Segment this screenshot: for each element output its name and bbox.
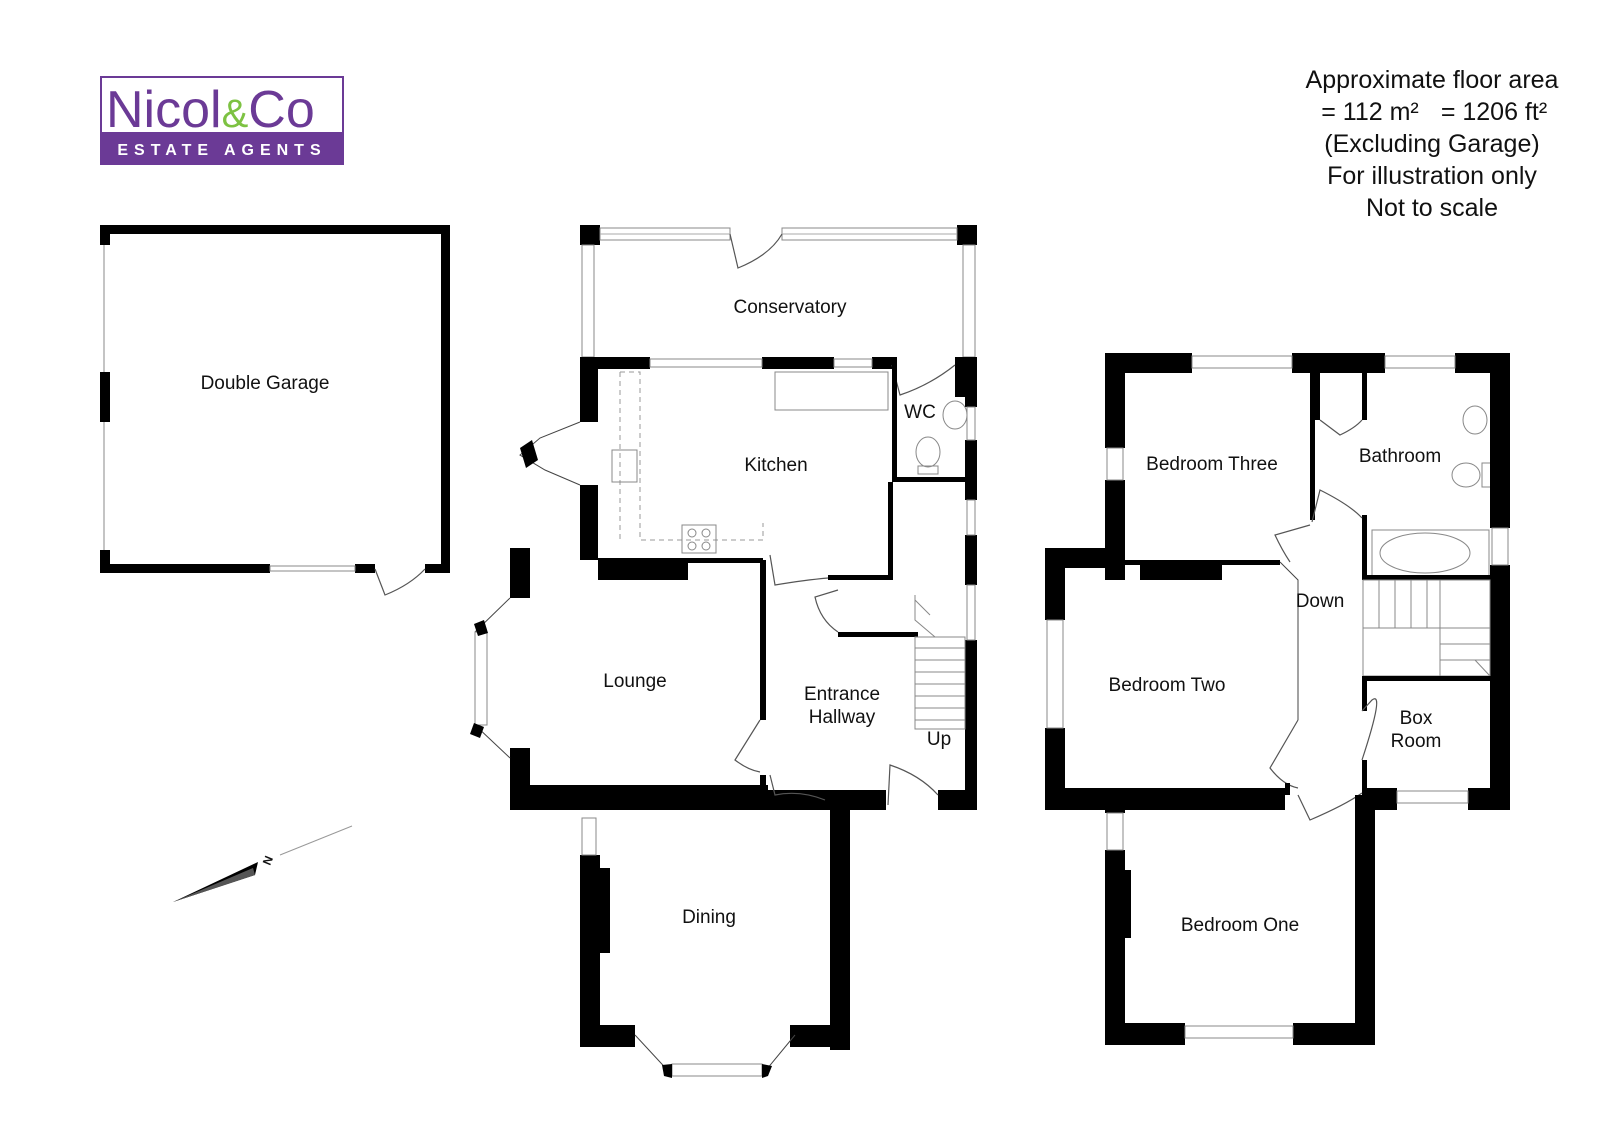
room-label-bedroom-one: Bedroom One <box>1181 915 1299 936</box>
room-label-kitchen: Kitchen <box>744 455 807 476</box>
area-note-line4: For illustration only <box>1327 162 1537 190</box>
area-note-line3: (Excluding Garage) <box>1324 130 1539 158</box>
garage-walls <box>100 225 450 596</box>
room-label-bathroom: Bathroom <box>1359 446 1441 467</box>
area-note-metric: = 112 m² <box>1321 98 1419 126</box>
area-note-line5: Not to scale <box>1366 194 1498 222</box>
first-floor <box>1045 353 1510 1045</box>
room-label-garage: Double Garage <box>201 373 330 394</box>
stairs-first <box>1362 579 1491 677</box>
area-note-imperial: = 1206 ft² <box>1441 98 1547 126</box>
room-label-bedroom-two: Bedroom Two <box>1109 675 1226 696</box>
ground-floor <box>470 225 977 1078</box>
area-note: Approximate floor area = 112 m² = 1206 f… <box>1306 66 1559 222</box>
room-label-box-room-2: Room <box>1391 731 1442 752</box>
stairs-label-up: Up <box>927 729 951 750</box>
stairs-label-down: Down <box>1296 591 1345 612</box>
room-label-conservatory: Conservatory <box>734 297 847 318</box>
logo: Nicol&Co ESTATE AGENTS <box>100 76 344 165</box>
room-label-box-room-1: Box <box>1400 708 1433 729</box>
room-label-bedroom-three: Bedroom Three <box>1146 454 1278 475</box>
area-note-line1: Approximate floor area <box>1306 66 1559 94</box>
logo-top-panel <box>102 78 342 132</box>
north-arrow-icon: N <box>173 825 353 902</box>
logo-tagline: ESTATE AGENTS <box>117 142 326 159</box>
room-label-hallway-2: Hallway <box>809 707 876 728</box>
room-label-dining: Dining <box>682 907 736 928</box>
room-label-wc: WC <box>904 402 936 423</box>
room-label-lounge: Lounge <box>603 671 666 692</box>
logo-wordmark: Nicol&Co <box>106 81 315 139</box>
stairs-ground <box>914 595 966 730</box>
room-label-hallway-1: Entrance <box>804 684 880 705</box>
compass-label: N <box>260 854 276 867</box>
